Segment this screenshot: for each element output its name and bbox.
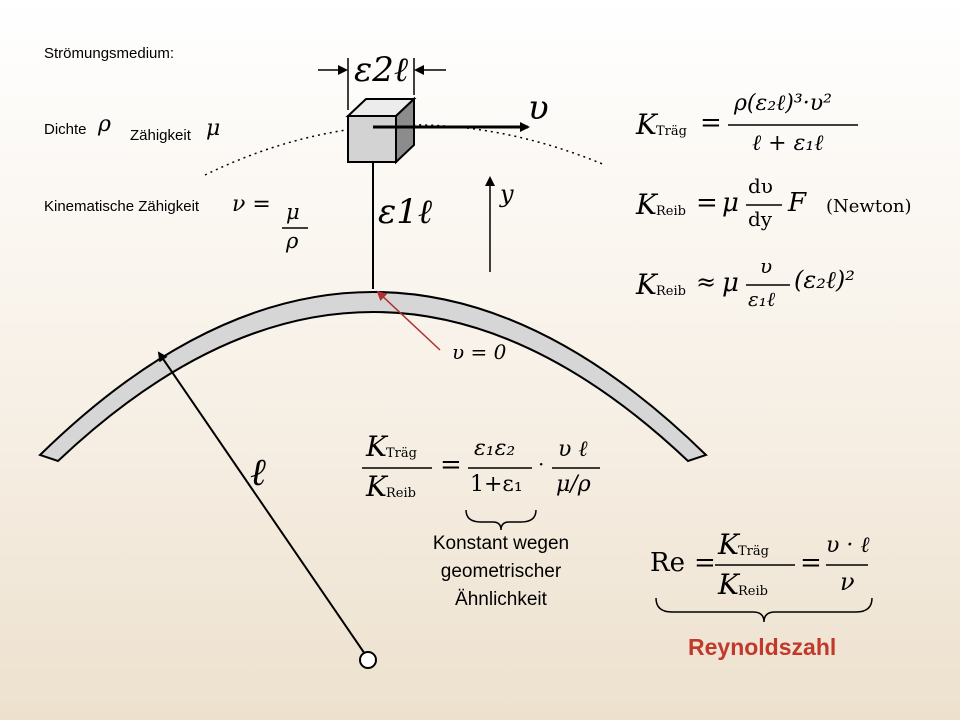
nu-numerator: μ (286, 200, 300, 224)
fraction-bars (282, 124, 868, 566)
brace-note-line-1: Konstant wegen (432, 533, 570, 554)
k-reib2-den: ε₁ℓ (748, 287, 776, 311)
rho-symbol: ρ (98, 112, 111, 137)
k-reib1-sub: Reib (656, 204, 686, 219)
mu-symbol: μ (206, 116, 221, 141)
k-reib2-tail: (ε₂ℓ)² (794, 266, 855, 294)
k-reib2-lhs: K (636, 268, 657, 301)
re-den-sub: Reib (738, 584, 768, 599)
ratio-f2-den: μ/ρ (556, 472, 591, 497)
ratio-f1-num: ε₁ε₂ (474, 436, 516, 461)
re-num-k: K (718, 528, 739, 561)
k-reib1-num: dυ (748, 174, 773, 198)
velocity-label: υ (528, 88, 549, 128)
brace-note-line-2: geometrischer (440, 561, 562, 582)
newton-note: (Newton) (826, 196, 912, 217)
k-traeg-lhs: K (636, 108, 657, 141)
y-axis-label: y (500, 180, 514, 208)
ratio-den-sub: Reib (386, 486, 416, 501)
k-reib1-den: dy (748, 207, 773, 231)
k-reib2-sub: Reib (656, 284, 686, 299)
k-reib1-f: F (788, 188, 807, 218)
re-num-sub: Träg (738, 544, 769, 559)
ratio-num-k: K (366, 430, 387, 463)
v-zero-pointer (376, 290, 441, 351)
medium-title: Strömungsmedium: (44, 45, 175, 62)
width-dimension (318, 58, 446, 110)
re-f-num: υ · ℓ (826, 533, 870, 558)
k-reib2-num: υ (760, 254, 773, 278)
zaehigkeit-label: Zähigkeit (130, 127, 191, 144)
radius-arrow (157, 351, 368, 658)
k-reib1-mu: μ (722, 188, 739, 218)
k-traeg-sub: Träg (656, 124, 687, 139)
ratio-num-sub: Träg (386, 446, 417, 461)
nu-definition: ν = (232, 192, 271, 217)
brace-note-line-3: Ähnlichkeit (455, 589, 547, 610)
ratio-den-k: K (366, 470, 387, 503)
k-traeg-den: ℓ + ε₁ℓ (752, 131, 824, 156)
re-den-k: K (718, 568, 739, 601)
reynolds-label: Reynoldszahl (688, 634, 837, 660)
re-lhs: Re (650, 548, 685, 578)
ratio-f1-den: 1+ε₁ (470, 472, 523, 497)
kinematic-label: Kinematische Zähigkeit (44, 198, 200, 215)
ratio-f2-num: υ ℓ (558, 437, 588, 462)
radius-label: ℓ (250, 450, 266, 494)
height-label: ε1ℓ (378, 192, 433, 232)
re-f-den: ν (840, 568, 855, 596)
center-point (359, 651, 377, 669)
v-zero-label: υ = 0 (452, 340, 507, 364)
brace-constant (465, 509, 537, 531)
k-reib2-mu: μ (722, 268, 739, 298)
width-label: ε2ℓ (354, 50, 409, 90)
k-reib2-rel: ≈ (696, 268, 717, 296)
brace-note: Konstant wegen geometrischer Ähnlichkeit (418, 530, 584, 614)
brace-reynolds (655, 597, 873, 623)
wall-arc-band (38, 291, 708, 463)
nu-denominator: ρ (286, 229, 299, 253)
dichte-label: Dichte (44, 121, 87, 138)
fluid-cube (345, 96, 417, 165)
k-traeg-num: ρ(ε₂ℓ)³·υ² (734, 91, 832, 116)
k-reib1-lhs: K (636, 188, 657, 221)
ratio-dot: · (538, 452, 545, 476)
